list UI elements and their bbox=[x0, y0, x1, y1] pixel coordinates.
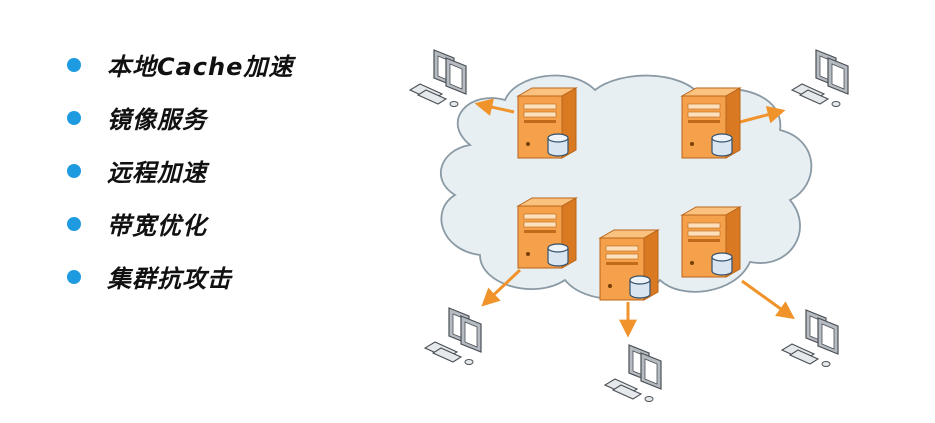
computer-icon bbox=[409, 49, 467, 108]
server-icon bbox=[517, 87, 577, 159]
computer-icon bbox=[604, 344, 662, 403]
arrow-icon bbox=[481, 268, 522, 307]
feature-item: 集群抗攻击 bbox=[62, 250, 293, 303]
server-icon bbox=[599, 229, 659, 301]
computer-icon bbox=[424, 307, 482, 366]
feature-item: 远程加速 bbox=[62, 144, 293, 197]
arrow-icon bbox=[741, 279, 795, 320]
feature-cluster-anti-attack: 集群抗攻击 bbox=[107, 265, 232, 293]
feature-remote-acceleration: 远程加速 bbox=[107, 159, 207, 187]
bullet-dot-icon bbox=[67, 110, 81, 125]
bullet-dot-icon bbox=[67, 269, 81, 284]
server-icon bbox=[681, 87, 741, 159]
feature-item: 本地Cache加速 bbox=[62, 38, 293, 91]
server-icon bbox=[517, 197, 577, 269]
feature-list: 本地Cache加速 镜像服务 远程加速 带宽优化 集群抗攻击 bbox=[62, 38, 293, 303]
server-icon bbox=[681, 206, 741, 278]
computer-icon bbox=[791, 49, 849, 108]
feature-bandwidth-optimization: 带宽优化 bbox=[107, 212, 207, 240]
feature-item: 带宽优化 bbox=[62, 197, 293, 250]
bullet-dot-icon bbox=[67, 57, 81, 72]
bullet-dot-icon bbox=[67, 163, 81, 178]
feature-item: 镜像服务 bbox=[62, 91, 293, 144]
computer-icon bbox=[781, 309, 839, 368]
feature-local-cache: 本地Cache加速 bbox=[107, 53, 294, 81]
arrow-icon bbox=[474, 98, 515, 116]
connection-arrows bbox=[474, 98, 795, 338]
feature-mirror-service: 镜像服务 bbox=[107, 106, 207, 134]
arrow-icon bbox=[739, 105, 786, 124]
bullet-dot-icon bbox=[67, 216, 81, 231]
